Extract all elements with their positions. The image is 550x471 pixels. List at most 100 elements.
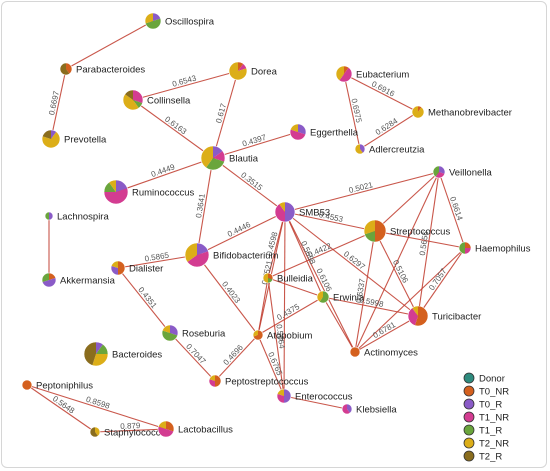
edge-weight-label: 0.6163 [163,115,189,137]
edge-weight-label: 0.5648 [51,394,77,416]
node-akkermansia[interactable]: Akkermansia [41,272,116,288]
pie-slice-t2-nr [111,261,118,268]
node-eggerthella[interactable]: Eggerthella [289,123,359,141]
pie-slice-t0-nr [414,306,429,326]
pie-slice-t2-r [42,130,51,139]
node-oscillospira[interactable]: Oscillospira [144,12,215,30]
pie-slice-t2-nr [229,62,248,80]
edge-weight-label: 0.879 [120,421,141,431]
node-label: Staphylococcus [104,428,171,439]
edge-bulleidia-erwinia [267,277,324,298]
pie-slice-t2-nr [411,106,424,118]
pie-slice-t2-r [124,90,133,100]
node-outline [316,290,330,304]
pie-slice-t2-nr [41,131,60,149]
node-outline [276,388,292,404]
node-smb53[interactable]: SMB53 [274,201,330,223]
node-bacteroides[interactable]: Bacteroides [83,341,162,367]
edge-weight-label: 0.6765 [266,351,284,378]
node-label: Ruminococcus [132,188,195,199]
node-prevotella[interactable]: Prevotella [41,129,107,149]
node-erwinia[interactable]: Erwinia [316,290,365,304]
pie-slice-t0-r [285,202,295,222]
node-dorea[interactable]: Dorea [228,61,278,81]
node-label: Veillonella [449,168,492,179]
node-collinsella[interactable]: Collinsella [122,89,191,111]
node-peptoniphilus[interactable]: Peptoniphilus [21,379,93,392]
node-enterococcus[interactable]: Enterococcus [276,388,353,404]
pie-slice-t0-r [347,404,353,414]
pie-slice-t2-nr [201,146,213,168]
pie-slice-t1-r [145,18,162,30]
edges-layer [26,20,466,433]
pie-slice-t2-nr [95,427,101,437]
edge-weight-label: 0.5106 [391,259,410,285]
node-methanobrevibacter[interactable]: Methanobrevibacter [411,105,512,119]
edge-atopobium-peptostreptococcus [214,334,259,382]
node-outline [363,219,387,243]
node-label: Enterococcus [295,392,353,403]
node-actinomyces[interactable]: Actinomyces [349,346,418,359]
node-outline [157,420,175,438]
pie-slice-t0-r [51,130,57,139]
pie-slice-t1-nr [274,203,285,223]
node-parabacteroides[interactable]: Parabacteroides [59,62,145,76]
edge-smb53-turicibacter [284,211,419,317]
node-lactobacillus[interactable]: Lactobacillus [157,420,233,438]
pie-slice-t1-r [96,344,108,354]
node-streptococcus[interactable]: Streptococcus [363,219,450,243]
node-atopobium[interactable]: Atopobium [252,329,313,342]
edge-weight-label: 0.4696 [222,343,246,367]
node-outline [262,272,274,284]
legend-label-t1-r: T1_R [479,426,502,437]
node-roseburia[interactable]: Roseburia [161,324,226,342]
node-peptostreptococcus[interactable]: Peptostreptococcus [208,374,309,388]
pie-slice-t1-nr [339,67,352,82]
node-blautia[interactable]: Blautia [200,145,259,171]
legend-label-donor: Donor [479,374,505,385]
node-lachnospira[interactable]: Lachnospira [44,212,109,223]
pie-slice-t1-nr [208,379,215,387]
node-label: Blautia [229,154,259,165]
node-eubacterium[interactable]: Eubacterium [335,65,409,83]
legend-swatch-t2-r [463,450,475,462]
node-klebsiella[interactable]: Klebsiella [341,403,397,416]
pie-slice-t1-r [319,291,330,303]
node-staphylococcus[interactable]: Staphylococcus [89,426,171,439]
node-label: Peptostreptococcus [225,377,309,388]
node-ruminococcus[interactable]: Ruminococcus [103,179,195,205]
edge-weight-label: 0.6614 [448,196,465,223]
node-adlercreutzia[interactable]: Adlercreutzia [354,143,425,156]
node-haemophilus[interactable]: Haemophilus [458,241,531,255]
node-bulleidia[interactable]: Bulleidia [262,272,314,285]
node-dialister[interactable]: Dialister [110,260,163,276]
pie-slice-t1-nr [157,426,174,438]
edge-weight-label: 0.5656 [418,230,431,256]
pie-slice-t0-nr [166,421,175,432]
edge-smb53-atopobium [257,211,286,336]
node-outline [41,129,61,149]
pie-slice-t2-nr [162,325,170,333]
edge-streptococcus-haemophilus [374,230,466,249]
node-outline [335,65,353,83]
node-label: Roseburia [182,329,226,340]
edge-blautia-smb53 [212,157,286,213]
edge-bulleidia-atopobium [257,277,269,336]
pie-slice-t1-nr [213,150,225,162]
node-veillonella[interactable]: Veillonella [432,165,492,179]
node-label: Turicibacter [432,312,481,323]
legend-swatch-donor [463,372,475,384]
legend-label-t0-nr: T0_NR [479,387,509,398]
pie-slice-t1-r [268,278,273,283]
node-bifidobacterium[interactable]: Bifidobacterium [184,242,279,268]
node-outline [411,105,425,119]
node-outline [349,346,361,358]
pie-slice-t1-nr [276,393,284,403]
edge-bulleidia-enterococcus [267,277,285,397]
pie-slice-t0-nr [49,273,56,280]
edge-bifidobacterium-atopobium [196,254,259,336]
pie-slice-t1-r [104,182,116,192]
node-turicibacter[interactable]: Turicibacter [407,305,481,327]
edge-parabacteroides-prevotella [50,68,67,140]
